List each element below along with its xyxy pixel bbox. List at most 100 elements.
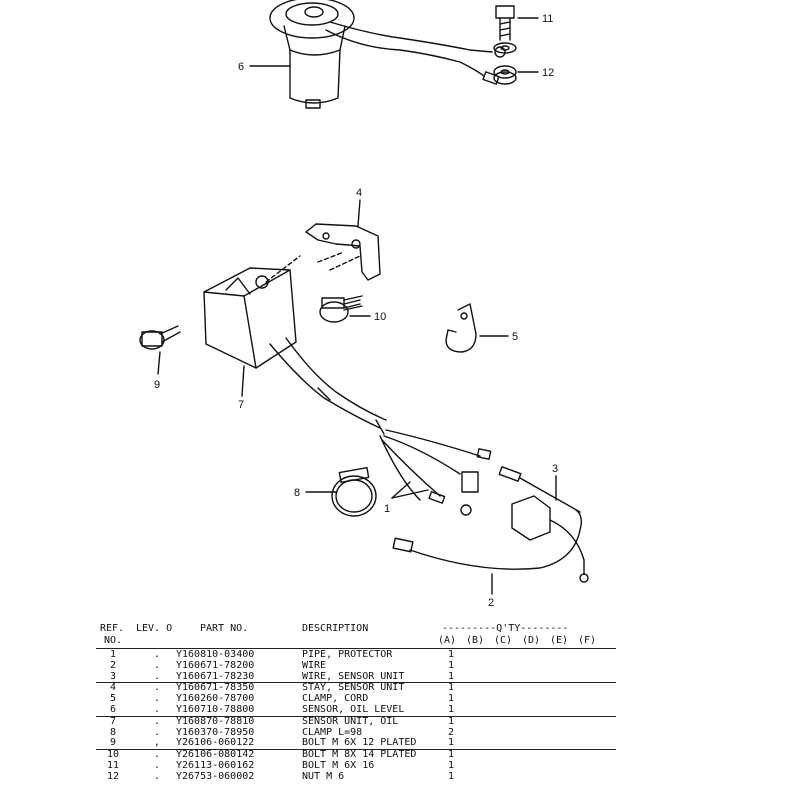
part-number-cell: Y160671-78200 [176, 659, 255, 671]
callout-12: 12 [542, 67, 554, 79]
header-col-c: (C) [494, 635, 513, 646]
qty-a-cell: 1 [447, 737, 455, 749]
qty-a-cell: 1 [447, 659, 455, 671]
description-cell: SENSOR UNIT, OIL [302, 715, 399, 727]
level-cell: . [153, 670, 161, 682]
header-col-a: (A) [438, 635, 457, 646]
part-number-cell: Y160671-78230 [176, 670, 255, 682]
level-cell: . [153, 682, 161, 694]
header-no: NO. [104, 635, 123, 646]
table-row: 5. Y160260-78700 CLAMP, CORD 1 [96, 694, 616, 705]
header-lev: LEV. O [136, 623, 173, 634]
callout-7: 7 [238, 399, 244, 411]
parts-table: REF. NO. LEV. O PART NO. DESCRIPTION ---… [96, 620, 616, 783]
part-number-cell: Y160710-78800 [176, 703, 255, 715]
level-cell: . [153, 693, 161, 705]
header-col-e: (E) [550, 635, 569, 646]
level-cell: . [153, 770, 161, 782]
ref-cell: 6 [109, 703, 117, 715]
wire-sensor-unit-drawing [498, 466, 589, 583]
qty-a-cell: 1 [447, 670, 455, 682]
table-row: 11. Y26113-060162 BOLT M 6X 16 1 [96, 759, 616, 772]
qty-a-cell: 1 [447, 759, 455, 771]
ref-cell: 10 [106, 749, 120, 761]
description-cell: WIRE [302, 659, 327, 671]
oil-level-sensor-drawing [269, 0, 506, 109]
bolt-10-drawing [319, 295, 363, 323]
description-cell: NUT M 6 [302, 770, 345, 782]
callout-4: 4 [356, 187, 362, 199]
ref-cell: 5 [109, 693, 117, 705]
callout-9: 9 [154, 379, 160, 391]
callout-2: 2 [488, 597, 494, 609]
parts-diagram: 6 11 12 4 10 5 9 7 3 8 1 2 [139, 0, 589, 609]
callout-8: 8 [294, 487, 300, 499]
table-row: 2. Y160671-78200 WIRE 1 [96, 659, 616, 672]
table-row: 7. Y160870-78810 SENSOR UNIT, OIL 1 [96, 715, 616, 728]
table-row: 6. Y160710-78800 SENSOR, OIL LEVEL 1 [96, 703, 616, 716]
description-cell: SENSOR, OIL LEVEL [302, 703, 405, 715]
description-cell: CLAMP, CORD [302, 693, 369, 705]
part-number-cell: Y160260-78700 [176, 693, 255, 705]
ref-cell: 7 [109, 715, 117, 727]
level-cell: . [153, 726, 161, 738]
bolt-9-drawing [139, 325, 181, 350]
ref-cell: 1 [109, 649, 117, 660]
header-description: DESCRIPTION [302, 623, 369, 634]
header-col-d: (D) [522, 635, 541, 646]
table-row: 12. Y26753-060002 NUT M 6 1 [96, 770, 616, 783]
callout-5: 5 [512, 331, 518, 343]
part-number-cell: Y26113-060162 [176, 759, 255, 771]
ref-cell: 9 [109, 737, 117, 749]
ref-cell: 8 [109, 726, 117, 738]
ref-cell: 2 [109, 659, 117, 671]
cord-clamp-drawing [445, 303, 477, 353]
level-cell: . [153, 715, 161, 727]
table-row: 3. Y160671-78230 WIRE, SENSOR UNIT 1 [96, 670, 616, 683]
nut-12-drawing [493, 65, 517, 85]
level-cell: , [153, 737, 161, 749]
header-qty: ---------Q'TY-------- [442, 623, 569, 634]
callout-10: 10 [374, 311, 386, 323]
bolt-11-drawing [493, 5, 517, 54]
description-cell: PIPE, PROTECTOR [302, 649, 393, 660]
sensor-unit-box-drawing [203, 255, 492, 516]
part-number-cell: Y160671-78350 [176, 682, 255, 694]
ref-cell: 11 [106, 759, 120, 771]
part-number-cell: Y26753-060002 [176, 770, 255, 782]
part-number-cell: Y26106-060122 [176, 737, 255, 749]
level-cell: . [153, 703, 161, 715]
description-cell: BOLT M 6X 16 [302, 759, 375, 771]
qty-a-cell: 1 [447, 715, 455, 727]
header-rule [96, 648, 616, 649]
part-number-cell: Y160370-78950 [176, 726, 255, 738]
table-header: REF. NO. LEV. O PART NO. DESCRIPTION ---… [96, 620, 616, 648]
header-part-no: PART NO. [200, 623, 249, 634]
part-number-cell: Y26106-080142 [176, 749, 255, 761]
callout-1: 1 [384, 503, 390, 515]
part-number-cell: Y160870-78810 [176, 715, 255, 727]
ref-cell: 12 [106, 770, 120, 782]
stay-bracket-drawing [305, 223, 381, 281]
qty-a-cell: 1 [447, 770, 455, 782]
qty-a-cell: 1 [447, 693, 455, 705]
level-cell: . [153, 659, 161, 671]
description-cell: STAY, SENSOR UNIT [302, 682, 405, 694]
wire-2-drawing [392, 509, 583, 570]
level-cell: . [153, 759, 161, 771]
header-col-f: (F) [578, 635, 597, 646]
ref-cell: 3 [109, 670, 117, 682]
callout-3: 3 [552, 463, 558, 475]
qty-a-cell: 1 [447, 703, 455, 715]
header-col-b: (B) [466, 635, 485, 646]
description-cell: WIRE, SENSOR UNIT [302, 670, 405, 682]
clamp-8-drawing [331, 466, 377, 517]
qty-a-cell: 1 [447, 649, 455, 660]
level-cell: . [153, 749, 161, 761]
